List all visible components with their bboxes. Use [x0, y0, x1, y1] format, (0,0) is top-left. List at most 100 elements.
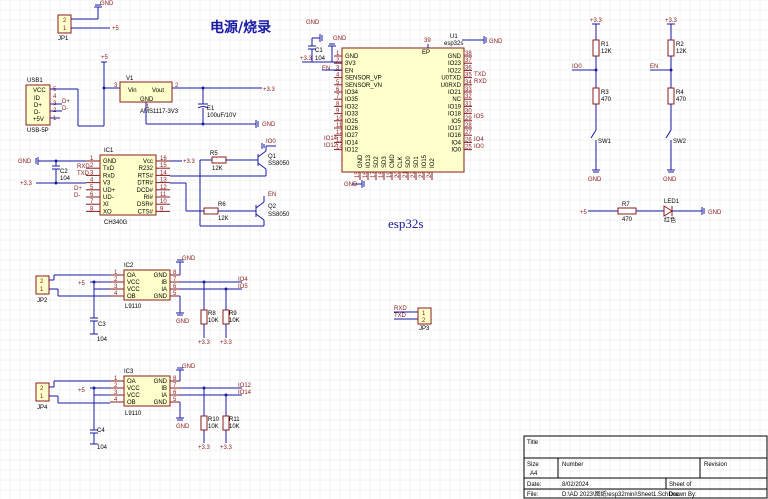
- v1-regulator[interactable]: V1 Vin Vout GND 3 2 1 AMS1117-3V3 E1 100…: [114, 76, 276, 128]
- ic2-pin-number: 3: [114, 284, 118, 290]
- svg-text:GND: GND: [262, 122, 276, 128]
- svg-text:1: 1: [53, 116, 57, 122]
- svg-text:10K: 10K: [229, 318, 240, 324]
- svg-text:E1: E1: [207, 106, 215, 112]
- svg-text:+3.3: +3.3: [220, 340, 233, 346]
- svg-text:+5: +5: [112, 26, 120, 32]
- svg-text:+3.3: +3.3: [665, 18, 678, 24]
- led1-power-indicator[interactable]: +5 R7 470 LED1 红色 GND: [580, 199, 722, 224]
- ic3-pin-label: VCC: [127, 393, 140, 399]
- ic2-pin-number: 4: [114, 291, 118, 297]
- svg-text:12K: 12K: [212, 166, 223, 172]
- svg-text:TXD: TXD: [394, 313, 407, 319]
- svg-text:GND: GND: [588, 177, 602, 183]
- svg-text:IO0: IO0: [266, 139, 276, 145]
- u1-pin-label: U0TXD: [441, 76, 461, 82]
- u1-pin-label: IO18: [448, 112, 462, 118]
- u1-pin-label: CLK: [398, 156, 404, 168]
- svg-text:R9: R9: [229, 311, 237, 317]
- u1-pin-number: 35: [465, 73, 472, 79]
- svg-text:IO5: IO5: [238, 284, 248, 290]
- svg-text:470: 470: [622, 217, 633, 223]
- u1-pin-label: IO13: [366, 154, 372, 168]
- ic2-pin-label: OA: [127, 273, 136, 279]
- ic3-pin-label: IB: [161, 386, 167, 392]
- svg-text:IO4: IO4: [474, 137, 484, 143]
- q1-autoreset-transistor[interactable]: R5 12K Q1 SS8050 IO0: [186, 139, 290, 177]
- svg-text:4: 4: [53, 94, 57, 100]
- u1-pin-number: 15: [355, 171, 361, 178]
- u1-pin-label: IO34: [345, 90, 359, 96]
- u1-pin-number: 17: [371, 171, 377, 178]
- u1-pin-number: 5: [336, 80, 340, 86]
- q2-autoreset-transistor[interactable]: R6 12K Q2 SS8050 EN: [186, 192, 290, 227]
- c1-decoupling[interactable]: C1 104 GND GND +3.3: [300, 20, 347, 63]
- ic3-pin-number: 4: [114, 397, 118, 403]
- svg-text:GND: GND: [100, 1, 114, 7]
- ic1-pin-label: R232: [139, 166, 154, 172]
- ic3-pin-label: IA: [161, 393, 167, 399]
- ic1-pin-label: DSR#: [137, 202, 154, 208]
- svg-text:10K: 10K: [229, 424, 240, 430]
- u1-pin-label: SD3: [382, 156, 388, 168]
- ic2-pin-label: VCC: [127, 287, 140, 293]
- svg-text:+3.3: +3.3: [220, 445, 233, 451]
- svg-text:LED1: LED1: [664, 199, 680, 205]
- file-label: File:: [527, 492, 539, 498]
- sw2-reset-button[interactable]: +3.3 R2 12K EN R4 470 SW2 GND: [650, 18, 687, 183]
- u1-pin-number: 33: [465, 87, 472, 93]
- svg-text:JP4: JP4: [37, 405, 48, 411]
- ic2-pin-number: 8: [173, 270, 177, 276]
- svg-text:Vout: Vout: [152, 88, 164, 94]
- svg-text:R6: R6: [218, 202, 226, 208]
- svg-text:+3.3: +3.3: [300, 56, 313, 62]
- u1-pin-label: IO32: [345, 104, 359, 110]
- u1-pin-number: 31: [465, 101, 472, 107]
- u1-pin-label: 3V3: [345, 61, 356, 67]
- usb1-connector[interactable]: USB1 VCC ID D+ D- +5V 5 4 3 2 1 USB-5P D…: [25, 78, 104, 134]
- svg-text:U1: U1: [450, 34, 458, 40]
- u1-pin-label: IO25: [345, 119, 359, 125]
- jp3-uart-header[interactable]: RXD TXD 1 2 JP3: [394, 306, 432, 332]
- u1-pin-label: IO27: [345, 133, 359, 139]
- file-value: D:\AD 2023\图纸\esp32mini\Sheet1.SchDoc: [562, 490, 679, 498]
- svg-text:IO5: IO5: [474, 114, 484, 120]
- u1-pin-number: 3: [336, 65, 340, 71]
- ic1-pin-label: RI#: [144, 195, 154, 201]
- svg-text:GND: GND: [708, 210, 722, 216]
- svg-text:GND: GND: [176, 424, 190, 430]
- svg-text:D+: D+: [62, 99, 70, 105]
- ic1-pin-label: GND: [103, 159, 117, 165]
- u1-pin-number: 13: [336, 137, 343, 143]
- u1-pin-label: IO26: [345, 126, 359, 132]
- svg-text:3: 3: [114, 83, 118, 89]
- svg-text:IC2: IC2: [124, 263, 134, 269]
- u1-pin-label: IO23: [448, 61, 462, 67]
- svg-text:R4: R4: [676, 90, 684, 96]
- svg-text:12K: 12K: [218, 216, 229, 222]
- svg-text:D-: D-: [34, 110, 40, 116]
- svg-text:470: 470: [676, 97, 687, 103]
- u1-pin-number: 6: [336, 87, 340, 93]
- u1-pin-label: IO35: [345, 97, 359, 103]
- v5-rail: +5: [101, 55, 120, 126]
- svg-text:IO0: IO0: [572, 64, 582, 70]
- svg-text:+5V: +5V: [33, 117, 44, 123]
- ic2-pin-label: OB: [127, 294, 136, 300]
- ic1-pin-number: 10: [160, 199, 167, 205]
- jp1-connector[interactable]: 2 1 GND +5 JP1: [57, 1, 120, 42]
- ic2-pin-number: 2: [114, 277, 118, 283]
- svg-text:VCC: VCC: [33, 88, 46, 94]
- sw1-boot-button[interactable]: +3.3 R1 12K IO0 R3 470 SW1 GND: [572, 18, 612, 183]
- svg-text:RXD: RXD: [77, 164, 90, 170]
- u1-esp32-module[interactable]: U1 esp32s EP GND13V32EN3SENSOR_VP4SENSOR…: [322, 34, 503, 188]
- ic3-pin-label: OB: [127, 400, 136, 406]
- svg-text:JP3: JP3: [419, 326, 430, 332]
- svg-text:+5: +5: [580, 210, 588, 216]
- u1-pin-number: 8: [336, 101, 340, 107]
- svg-text:GND: GND: [489, 39, 503, 45]
